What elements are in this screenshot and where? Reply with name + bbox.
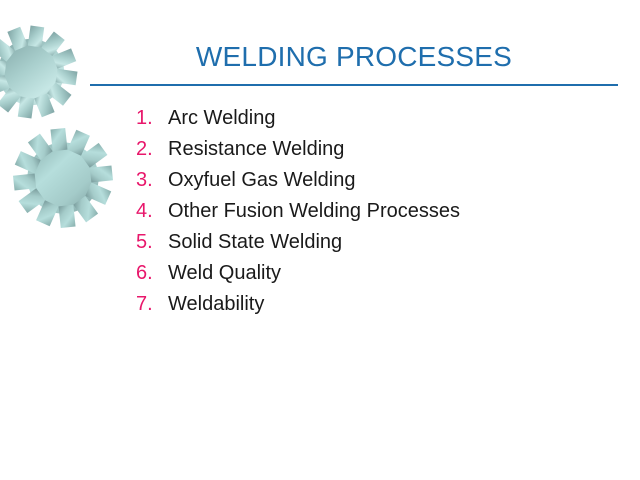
list-item-label: Other Fusion Welding Processes (168, 200, 460, 222)
list-item[interactable]: 4. Other Fusion Welding Processes (136, 196, 596, 227)
list-item-number: 5. (136, 231, 153, 253)
list-item[interactable]: 5. Solid State Welding (136, 227, 596, 258)
two-gears-graphic (0, 20, 118, 233)
list-item-number: 2. (136, 138, 153, 160)
list-item[interactable]: 2. Resistance Welding (136, 134, 596, 165)
list-item-label: Weldability (168, 293, 265, 315)
list-item[interactable]: 7. Weldability (136, 289, 596, 320)
list-item-label: Solid State Welding (168, 231, 343, 253)
list-item-number: 6. (136, 262, 153, 284)
list-item-label: Resistance Welding (168, 138, 345, 160)
process-list: 1. Arc Welding 2. Resistance Welding 3. … (136, 103, 596, 320)
list-item[interactable]: 6. Weld Quality (136, 258, 596, 289)
list-item[interactable]: 3. Oxyfuel Gas Welding (136, 165, 596, 196)
list-item-label: Arc Welding (168, 107, 276, 129)
list-item-number: 3. (136, 169, 153, 191)
page-title: WELDING PROCESSES (195, 41, 513, 72)
list-item-label: Oxyfuel Gas Welding (168, 169, 356, 191)
title-block: WELDING PROCESSES (0, 40, 640, 96)
list-item-label: Weld Quality (168, 262, 282, 284)
gear-lower-icon (8, 123, 118, 233)
list-item[interactable]: 1. Arc Welding (136, 103, 596, 134)
list-item-number: 7. (136, 293, 153, 315)
list-item-number: 4. (136, 200, 153, 222)
title-divider (90, 84, 618, 86)
list-item-number: 1. (136, 107, 153, 129)
